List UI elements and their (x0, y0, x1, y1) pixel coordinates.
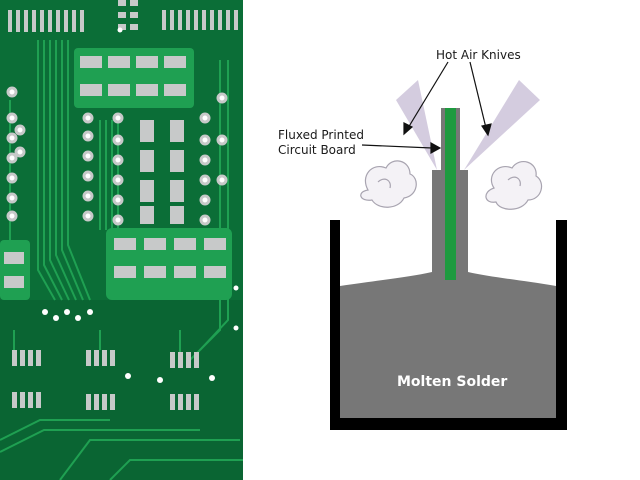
pcb-board-photo-icon (0, 0, 243, 480)
label-fluxed-pcb-line1: Fluxed Printed (278, 128, 364, 142)
air-knife-icon (396, 80, 437, 170)
label-hot-air-knives: Hot Air Knives (436, 48, 521, 62)
label-molten-solder: Molten Solder (397, 374, 508, 390)
steam-cloud-icon (485, 160, 543, 210)
label-fluxed-pcb-line2: Circuit Board (278, 143, 356, 157)
steam-cloud-icon (360, 160, 417, 208)
hot-air-leveling-diagram (330, 61, 567, 430)
circuit-board-core (445, 108, 456, 280)
air-knife-icon (464, 80, 540, 170)
molten-solder-bath (340, 170, 556, 418)
